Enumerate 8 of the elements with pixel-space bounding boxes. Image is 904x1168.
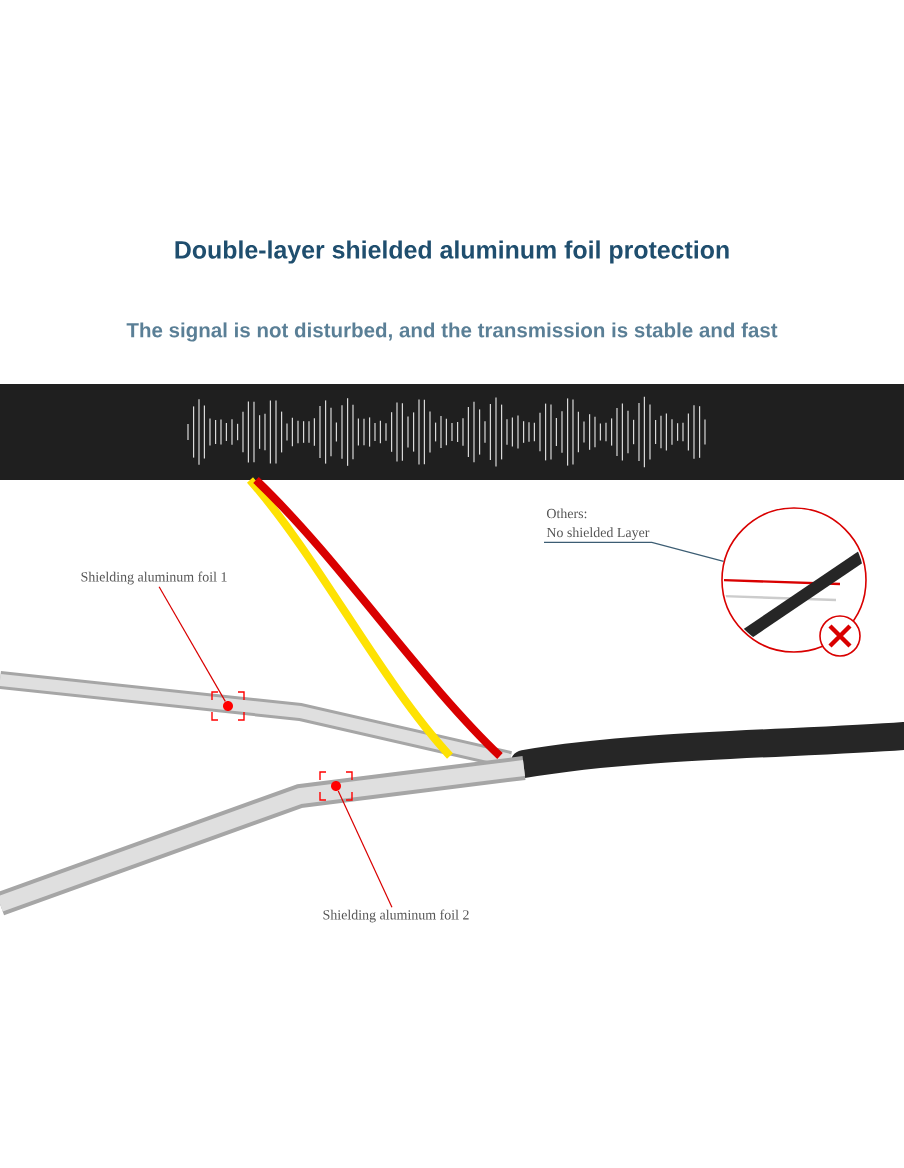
leader-line	[337, 790, 393, 908]
inset-circle	[721, 507, 867, 653]
leader-line	[543, 541, 725, 562]
subtitle: The signal is not disturbed, and the transmission is stable and fast	[126, 322, 778, 342]
target-marker	[211, 691, 245, 721]
title: Double-layer shielded aluminum foil protection	[175, 240, 729, 264]
leader-line	[158, 586, 226, 702]
target-marker	[319, 771, 353, 801]
